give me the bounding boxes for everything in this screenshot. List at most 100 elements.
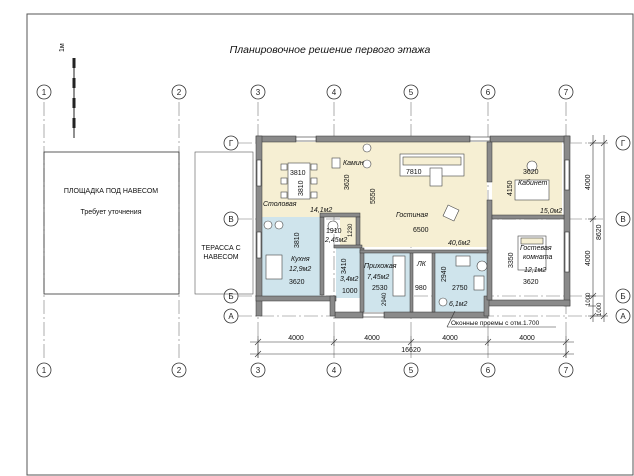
svg-text:5: 5 — [409, 366, 414, 375]
axis-bubble-3-bottom: 3 — [250, 362, 266, 378]
scale-bar-label: 1м — [59, 43, 66, 52]
svg-text:2: 2 — [177, 88, 182, 97]
axis-bubble-1: 1 — [36, 84, 52, 100]
dim-bottom-2: 4000 — [364, 335, 380, 342]
guest-dim-h: 3350 — [508, 252, 515, 268]
terrace-label-2: НАВЕСОМ — [203, 254, 238, 261]
svg-text:В: В — [228, 215, 233, 224]
terrace-area: ТЕРАССА С НАВЕСОМ — [194, 151, 254, 295]
svg-text:В: В — [620, 215, 625, 224]
dining-name: Столовая — [263, 201, 297, 208]
living-dim-w1: 7810 — [406, 169, 422, 176]
svg-text:3: 3 — [256, 366, 261, 375]
svg-text:А: А — [228, 312, 234, 321]
pantry-dim-h: 3410 — [341, 258, 348, 274]
bath-small-area: 2,45м2 — [324, 237, 347, 244]
living-fill-lower — [340, 217, 487, 247]
svg-text:2: 2 — [177, 366, 182, 375]
hall-dim-w: 2530 — [372, 285, 388, 292]
axis-bubble-v-right: В — [615, 211, 631, 227]
wc-area: 6,1м2 — [449, 301, 468, 308]
terrace-label-1: ТЕРАССА С — [201, 245, 240, 252]
pantry-area: 3,4м2 — [340, 276, 359, 283]
kitchen-dim-w: 3620 — [289, 279, 305, 286]
axis-bubble-5: 5 — [403, 84, 419, 100]
axis-bubble-7-bottom: 7 — [558, 362, 574, 378]
svg-text:4: 4 — [332, 366, 337, 375]
svg-text:6: 6 — [486, 366, 491, 375]
lk-dim-w: 980 — [415, 285, 427, 292]
bath-small-dim-w: 1910 — [326, 228, 342, 235]
living-dim-h1: 3620 — [344, 174, 351, 190]
kitchen-name: Кухня — [291, 256, 310, 263]
windows-note: Оконные проемы с отм.1.700 — [446, 310, 556, 328]
svg-text:Г: Г — [229, 139, 234, 148]
study-dim-w: 3620 — [523, 169, 539, 176]
study-name: Кабинет — [518, 179, 548, 187]
canopy-area: ПЛОЩАДКА ПОД НАВЕСОМ Требует уточнения — [43, 151, 180, 295]
scale-bar: 1м — [59, 43, 76, 138]
dim-right-2: 4000 — [585, 250, 592, 266]
svg-text:Г: Г — [621, 139, 626, 148]
drawing-title: Планировочное решение первого этажа — [230, 44, 431, 56]
axis-bubble-6: 6 — [480, 84, 496, 100]
dim-bottom-4: 4000 — [519, 335, 535, 342]
windows — [256, 136, 570, 318]
living-area: 40,6м2 — [448, 240, 470, 247]
dim-right-1: 4000 — [585, 174, 592, 190]
canopy-note: Требует уточнения — [80, 208, 141, 216]
wc-dim-w: 2750 — [452, 285, 468, 292]
wc-dim-h: 2940 — [441, 266, 448, 282]
dim-bottom-total: 16620 — [401, 347, 421, 354]
dimension-labels-right: 4000 4000 1000 1000 8620 — [585, 174, 603, 316]
axis-bubble-7: 7 — [558, 84, 574, 100]
guest-name-2: комната — [523, 254, 552, 261]
dim-right-4: 1000 — [597, 302, 603, 316]
axis-bubble-b-right: Б — [615, 288, 631, 304]
dining-dim-w: 3810 — [290, 170, 306, 177]
axis-bubbles-numeric: 1 2 3 4 5 6 7 1 2 3 4 5 6 7 — [36, 84, 574, 378]
study-dim-h: 4150 — [507, 180, 514, 196]
canopy-title: ПЛОЩАДКА ПОД НАВЕСОМ — [64, 188, 158, 195]
axis-bubble-6-bottom: 6 — [480, 362, 496, 378]
svg-text:7: 7 — [564, 366, 569, 375]
guest-dim-w: 3620 — [523, 279, 539, 286]
dim-right-total: 8620 — [596, 224, 603, 240]
svg-text:5: 5 — [409, 88, 414, 97]
dim-bottom-1: 4000 — [288, 335, 304, 342]
axis-bubble-4: 4 — [326, 84, 342, 100]
bath-small-dim-h: 1230 — [348, 223, 354, 237]
svg-text:4: 4 — [332, 88, 337, 97]
svg-text:Б: Б — [620, 292, 625, 301]
svg-text:1: 1 — [42, 88, 47, 97]
guest-name-1: Гостевая — [520, 245, 552, 252]
dim-right-3: 1000 — [586, 292, 592, 306]
svg-text:А: А — [620, 312, 626, 321]
living-dim-w2: 6500 — [413, 227, 429, 234]
pantry-fill — [336, 245, 360, 298]
axis-bubbles-letter: Г В Б А Г В Б А — [223, 135, 631, 324]
living-dim-h2: 5550 — [370, 188, 377, 204]
axis-bubble-b-left: Б — [223, 288, 239, 304]
dim-bottom-3: 4000 — [442, 335, 458, 342]
kitchen-area: 12,9м2 — [289, 266, 311, 273]
hall-name: Прихожая — [364, 263, 397, 270]
guest-area: 12,1м2 — [524, 267, 546, 274]
axis-bubble-a-right: А — [615, 308, 631, 324]
dimension-labels-bottom: 4000 4000 4000 4000 16620 — [288, 335, 535, 354]
axis-bubble-g-right: Г — [615, 135, 631, 151]
study-area: 15,0м2 — [540, 208, 562, 215]
svg-text:3: 3 — [256, 88, 261, 97]
pantry-dim-w: 1000 — [342, 288, 358, 295]
svg-text:Б: Б — [228, 292, 233, 301]
living-name: Гостиная — [396, 212, 428, 219]
axis-bubble-v-left: В — [223, 211, 239, 227]
axis-bubble-2-bottom: 2 — [171, 362, 187, 378]
sheet-frame — [26, 13, 634, 476]
walls — [255, 135, 571, 319]
hall-area: 7,45м2 — [367, 274, 389, 281]
axis-bubble-3: 3 — [250, 84, 266, 100]
dining-dim-h: 3810 — [298, 180, 305, 196]
axis-bubble-g-left: Г — [223, 135, 239, 151]
axis-bubble-1-bottom: 1 — [36, 362, 52, 378]
